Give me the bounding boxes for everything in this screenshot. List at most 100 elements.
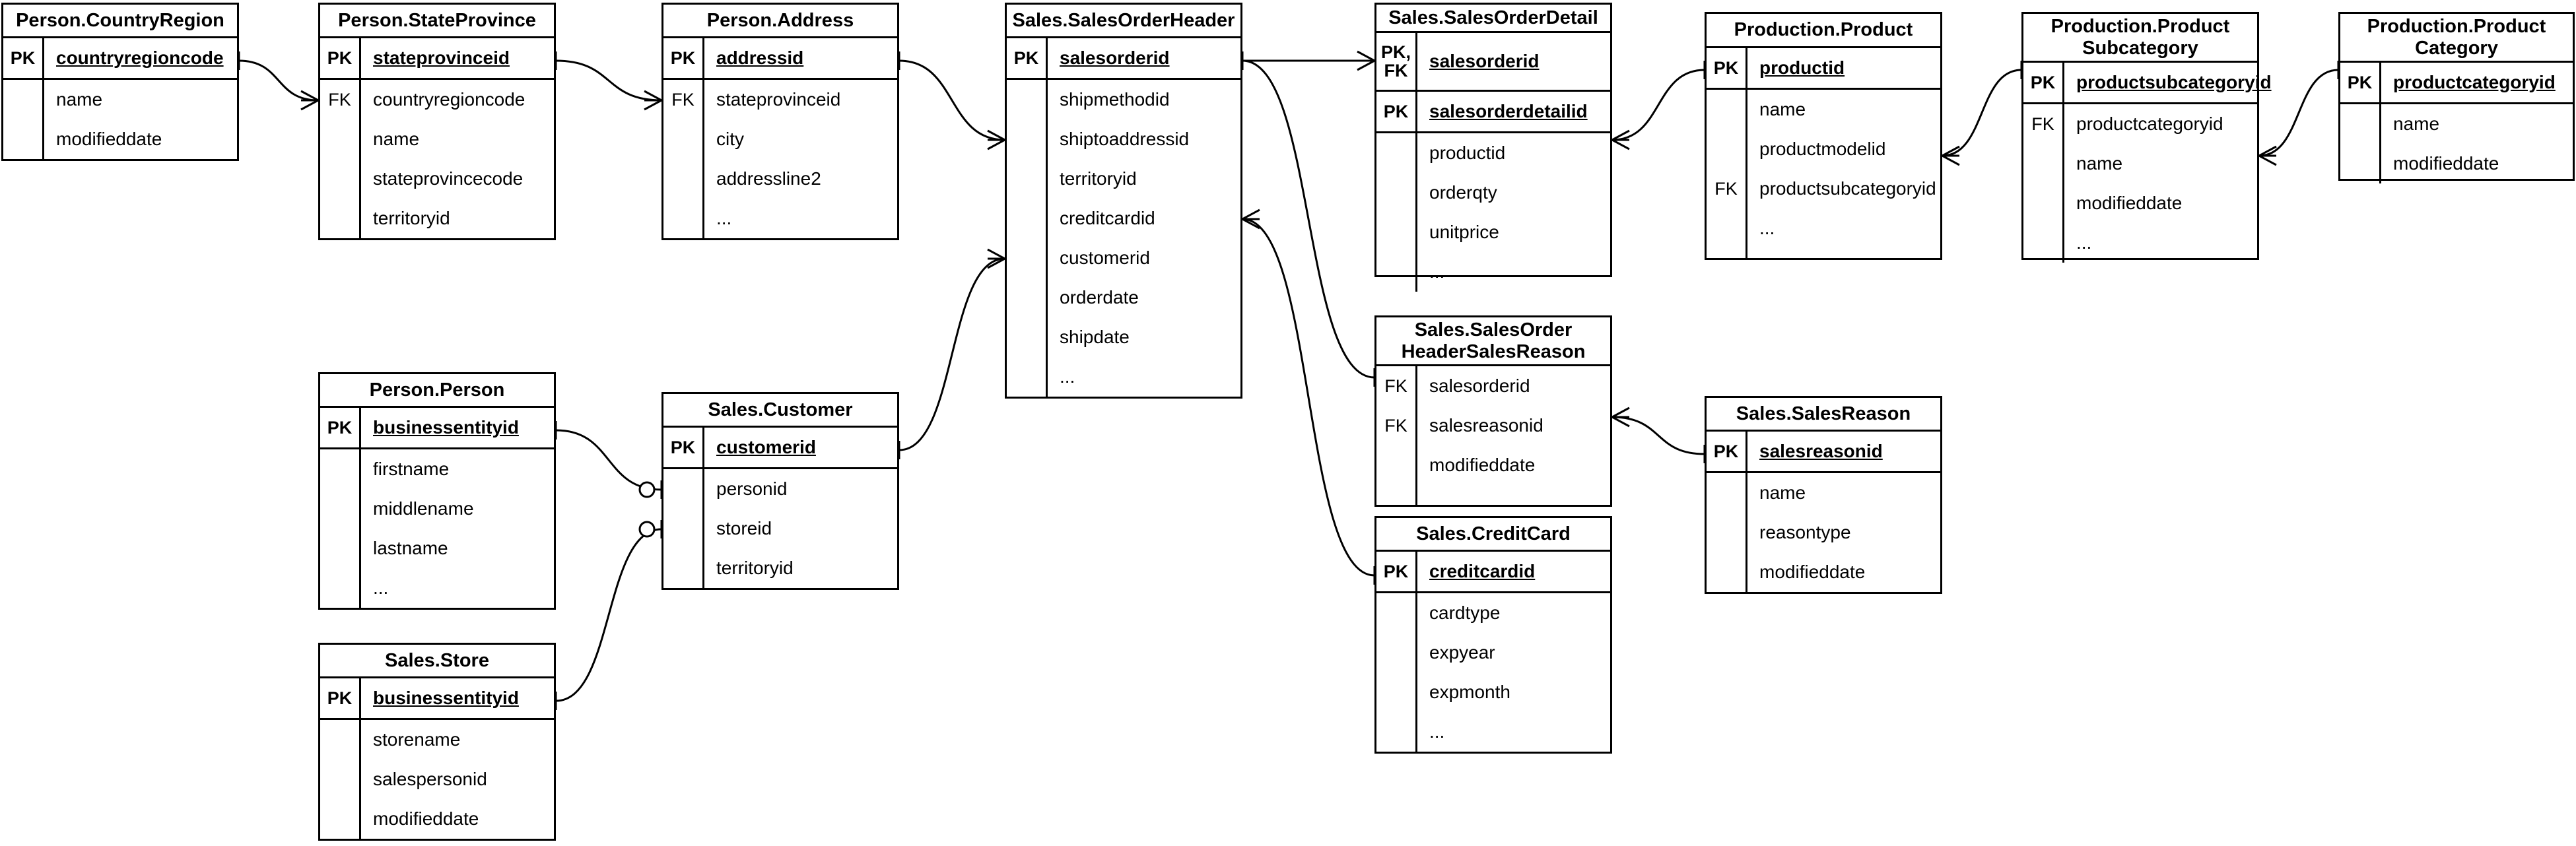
- attribute-field-name[interactable]: salespersonid: [373, 769, 487, 789]
- key-field-name: salesorderid: [1417, 33, 1610, 90]
- attribute-field-name[interactable]: salesreasonid: [1429, 415, 1543, 436]
- attribute-tag-col: [1707, 473, 1747, 592]
- attribute-field-name[interactable]: cardtype: [1429, 602, 1501, 623]
- attribute-tag: [1707, 209, 1746, 248]
- attribute-field-name[interactable]: countryregioncode: [373, 89, 525, 110]
- attribute-field-name[interactable]: ...: [1060, 366, 1075, 387]
- attribute-tag-col: [1376, 133, 1417, 292]
- attribute-field-name[interactable]: stateprovincecode: [373, 168, 524, 189]
- attribute-field-name[interactable]: city: [716, 129, 744, 149]
- attribute-field-name[interactable]: modifieddate: [1429, 455, 1536, 475]
- attribute-field-name[interactable]: creditcardid: [1060, 208, 1155, 228]
- attribute-field-name[interactable]: ...: [1759, 218, 1775, 238]
- attribute-field-name[interactable]: orderqty: [1429, 182, 1497, 203]
- attribute-tag: [1707, 513, 1746, 552]
- attribute-tag: [320, 568, 359, 608]
- attribute-field-name[interactable]: territoryid: [716, 558, 794, 578]
- attribute-field-name[interactable]: ...: [373, 577, 389, 598]
- attribute-field-name[interactable]: modifieddate: [56, 129, 162, 149]
- attribute-field-name[interactable]: customerid: [1060, 247, 1150, 268]
- attribute-field-name[interactable]: orderdate: [1060, 287, 1139, 308]
- attribute-field-name[interactable]: name: [56, 89, 103, 110]
- attribute-field-name[interactable]: addressline2: [716, 168, 821, 189]
- attribute-tag: [1376, 445, 1415, 485]
- attribute-field-name[interactable]: storeid: [716, 518, 772, 538]
- entity-body-countryregion: PK countryregioncode name modifieddate: [3, 38, 237, 159]
- attribute-group-salesorderdetail: productid orderqty unitprice...: [1376, 133, 1610, 292]
- cardinality-many-marker: [300, 90, 319, 111]
- attribute-field-name[interactable]: middlename: [373, 498, 474, 519]
- attribute-field-name[interactable]: ...: [1429, 261, 1445, 282]
- attribute-field-name[interactable]: shiptoaddressid: [1060, 129, 1190, 149]
- attribute-field-name[interactable]: productsubcategoryid: [1759, 178, 1936, 199]
- attribute-field-name[interactable]: name: [2076, 153, 2123, 174]
- attribute-field-name[interactable]: modifieddate: [2393, 153, 2499, 174]
- attribute-field-name[interactable]: name: [2393, 114, 2440, 134]
- attribute-field-name[interactable]: expmonth: [1429, 682, 1510, 702]
- attribute-field-name[interactable]: stateprovinceid: [716, 89, 841, 110]
- attribute-field-name[interactable]: productcategoryid: [2076, 114, 2223, 134]
- attribute-field-name[interactable]: name: [1759, 99, 1806, 119]
- attribute-field-name[interactable]: salesorderid: [1429, 375, 1530, 396]
- attribute-field-name[interactable]: productid: [1429, 143, 1506, 164]
- key-field-text: businessentityid: [373, 688, 519, 708]
- attribute-field-name[interactable]: lastname: [373, 538, 448, 558]
- attribute-name-col: productcategoryid name modifieddate...: [2064, 104, 2257, 263]
- attribute-field-name[interactable]: modifieddate: [1759, 562, 1866, 582]
- attribute-group-countryregion: name modifieddate: [3, 80, 237, 159]
- attribute-field-name[interactable]: personid: [716, 478, 788, 499]
- attribute-field-name[interactable]: modifieddate: [373, 808, 479, 829]
- attribute-field-name[interactable]: firstname: [373, 459, 450, 479]
- attribute-field-name[interactable]: productmodelid: [1759, 139, 1886, 159]
- attribute-field-name[interactable]: territoryid: [1060, 168, 1137, 189]
- attribute-field-name[interactable]: name: [1759, 482, 1806, 503]
- key-tag: PK: [670, 48, 696, 68]
- key-row-countryregion-countryregioncode[interactable]: PK countryregioncode: [3, 38, 237, 80]
- key-tag: PK: [10, 48, 36, 68]
- attribute-field-name[interactable]: unitprice: [1429, 222, 1499, 243]
- attribute-field-name[interactable]: expyear: [1429, 642, 1495, 663]
- attribute-field-name[interactable]: ...: [716, 208, 732, 228]
- attribute-field-name[interactable]: modifieddate: [2076, 193, 2183, 213]
- attribute-field-name[interactable]: reasontype: [1759, 522, 1851, 542]
- attribute-field-name[interactable]: territoryid: [373, 208, 450, 228]
- attribute-tag: FK: [1384, 415, 1407, 436]
- key-name-col: countryregioncode: [44, 38, 237, 78]
- attribute-field-name[interactable]: shipmethodid: [1060, 89, 1170, 110]
- attribute-field-name[interactable]: ...: [1429, 721, 1445, 742]
- attribute-field-name[interactable]: ...: [2076, 232, 2092, 253]
- attribute-field-name[interactable]: name: [373, 129, 420, 149]
- attribute-field-name[interactable]: storename: [373, 729, 461, 750]
- attribute-tag-col: [1376, 593, 1417, 752]
- attribute-field-name[interactable]: shipdate: [1060, 327, 1130, 347]
- attribute-tag: [1707, 90, 1746, 129]
